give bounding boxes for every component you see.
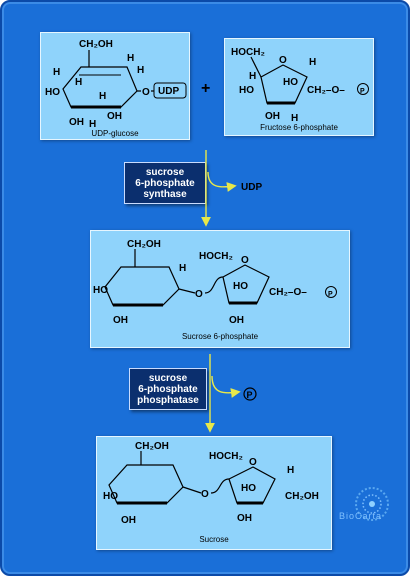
sucrose-6-phosphate-phosphatase-box: sucrose 6-phosphate phosphatase — [129, 368, 207, 410]
enzyme-line: phosphatase — [137, 394, 199, 406]
side-arrow-udp — [207, 171, 237, 192]
fructose-6-phosphate-structure: HOCH₂ O H H HO HO CH₂–O– P OH H — [231, 47, 369, 124]
phosphate-label: P — [360, 88, 365, 95]
caption: UDP-glucose — [91, 129, 139, 138]
ch2oh-label: CH₂OH — [135, 441, 169, 452]
ch2oh-label: CH₂OH — [285, 491, 319, 502]
ch2o-label: CH₂–O– — [269, 287, 307, 298]
ho-label: HO — [241, 483, 256, 494]
o-label: O — [195, 289, 203, 300]
enzyme-line: synthase — [143, 188, 187, 200]
hoch2-label: HOCH₂ — [199, 251, 233, 262]
h-label: H — [291, 113, 298, 124]
ho-label: HO — [233, 281, 248, 292]
ho-label: HO — [93, 285, 108, 296]
enzyme-line: 6-phosphate — [135, 177, 195, 189]
udp-glucose-structure: CH₂OH H H H H H HO OH H OH O UDP — [45, 39, 187, 130]
h-label: H — [249, 71, 256, 82]
ho-label: HO — [103, 491, 118, 502]
hoch2-label: HOCH₂ — [209, 451, 243, 462]
caption: Fructose 6-phosphate — [260, 123, 338, 132]
h-label: H — [53, 67, 60, 78]
oh-label: OH — [265, 111, 280, 122]
plus-sign: + — [201, 80, 211, 97]
sucrose-panel: CH₂OH HO OH O HOCH₂ O HO OH CH₂OH H Sucr… — [96, 436, 332, 550]
ho-label: HO — [239, 85, 254, 96]
h-label: H — [89, 119, 96, 130]
h-label: H — [99, 91, 106, 102]
sucrose-6-phosphate-panel: CH₂OH HO OH O HOCH₂ O HO OH CH₂–O– P H S… — [90, 230, 350, 348]
oh-label: OH — [113, 315, 128, 326]
caption: Sucrose 6-phosphate — [181, 332, 259, 341]
oh-label: OH — [229, 315, 244, 326]
o-label: O — [201, 489, 209, 500]
enzyme-line: 6-phosphate — [138, 383, 198, 395]
enzyme-line: sucrose — [148, 372, 188, 384]
ho-label: HO — [45, 87, 60, 98]
sucrose-structure: CH₂OH HO OH O HOCH₂ O HO OH CH₂OH H — [103, 441, 319, 526]
udp-label: UDP — [158, 86, 179, 97]
enzyme-line: sucrose — [145, 166, 185, 178]
ch2oh-label: CH₂OH — [127, 239, 161, 250]
phosphate-label: P — [328, 291, 333, 298]
oh-label: OH — [69, 117, 84, 128]
h-label: H — [179, 263, 186, 274]
h-label: H — [127, 53, 134, 64]
h-label: H — [137, 65, 144, 76]
oh-label: OH — [237, 513, 252, 524]
oh-label: OH — [107, 111, 122, 122]
side-arrow-phosphate — [211, 375, 241, 398]
fructose-6-phosphate-panel: HOCH₂ O H H HO HO CH₂–O– P OH H Fructose… — [224, 38, 374, 136]
h-label: H — [309, 57, 316, 68]
h-label: H — [287, 465, 294, 476]
ch2oh-label: CH₂OH — [79, 39, 113, 50]
o-label: O — [279, 55, 287, 66]
phosphate-byproduct-icon: P — [243, 387, 257, 401]
sucrose-6-phosphate-synthase-box: sucrose 6-phosphate synthase — [124, 162, 206, 204]
biocarta-logo-icon — [355, 487, 389, 521]
udp-glucose-panel: CH₂OH H H H H H HO OH H OH O UDP UDP-glu… — [40, 32, 190, 140]
hoch2-label: HOCH₂ — [231, 47, 265, 58]
ho-label: HO — [283, 77, 298, 88]
oh-label: OH — [121, 515, 136, 526]
biocarta-logo-text: BioCarta — [339, 511, 383, 521]
ch2o-label: CH₂–O– — [307, 85, 345, 96]
o-label: O — [142, 87, 150, 98]
udp-byproduct: UDP — [241, 182, 263, 193]
sucrose-6-phosphate-structure: CH₂OH HO OH O HOCH₂ O HO OH CH₂–O– P H — [93, 239, 337, 326]
phosphate-byproduct-label: P — [247, 390, 253, 400]
o-label: O — [249, 457, 257, 468]
caption: Sucrose — [199, 535, 229, 544]
h-label: H — [75, 77, 82, 88]
o-label: O — [241, 255, 249, 266]
